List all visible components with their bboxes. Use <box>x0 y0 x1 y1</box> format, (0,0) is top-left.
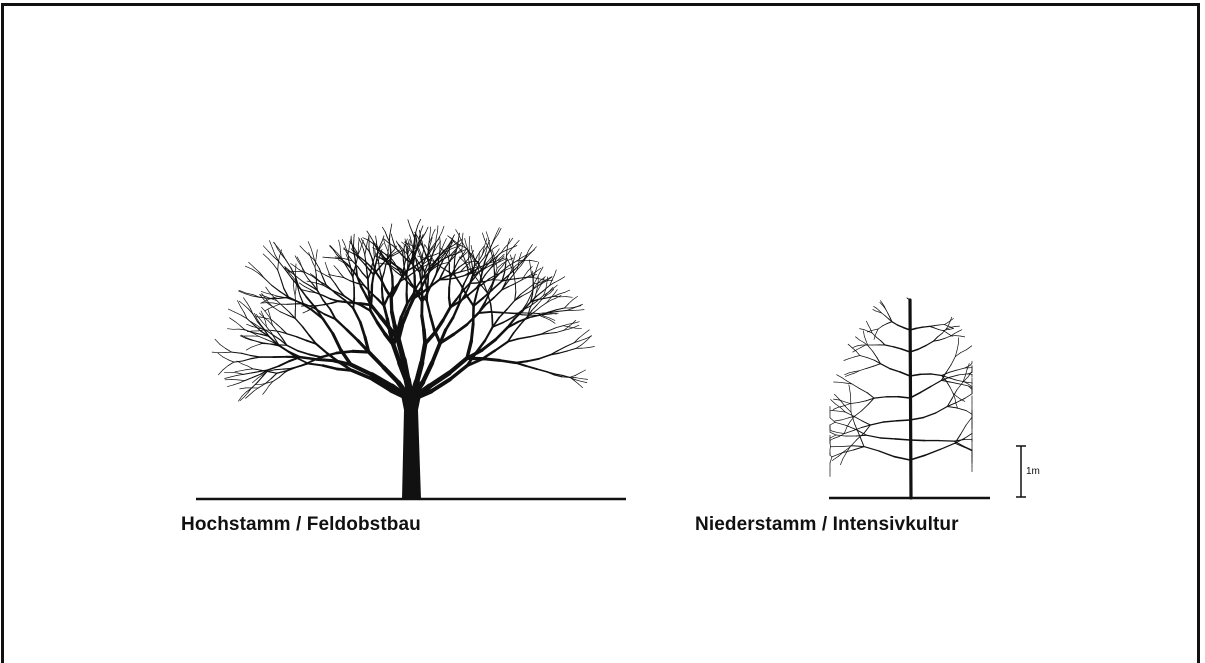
small-dwarf-tree-icon <box>830 298 972 498</box>
scale-bar-label: 1m <box>1026 466 1040 477</box>
large-standard-tree-icon <box>212 219 594 499</box>
caption-niederstamm: Niederstamm / Intensivkultur <box>695 514 959 536</box>
caption-hochstamm: Hochstamm / Feldobstbau <box>181 514 421 536</box>
scale-bar-icon <box>1016 446 1026 497</box>
